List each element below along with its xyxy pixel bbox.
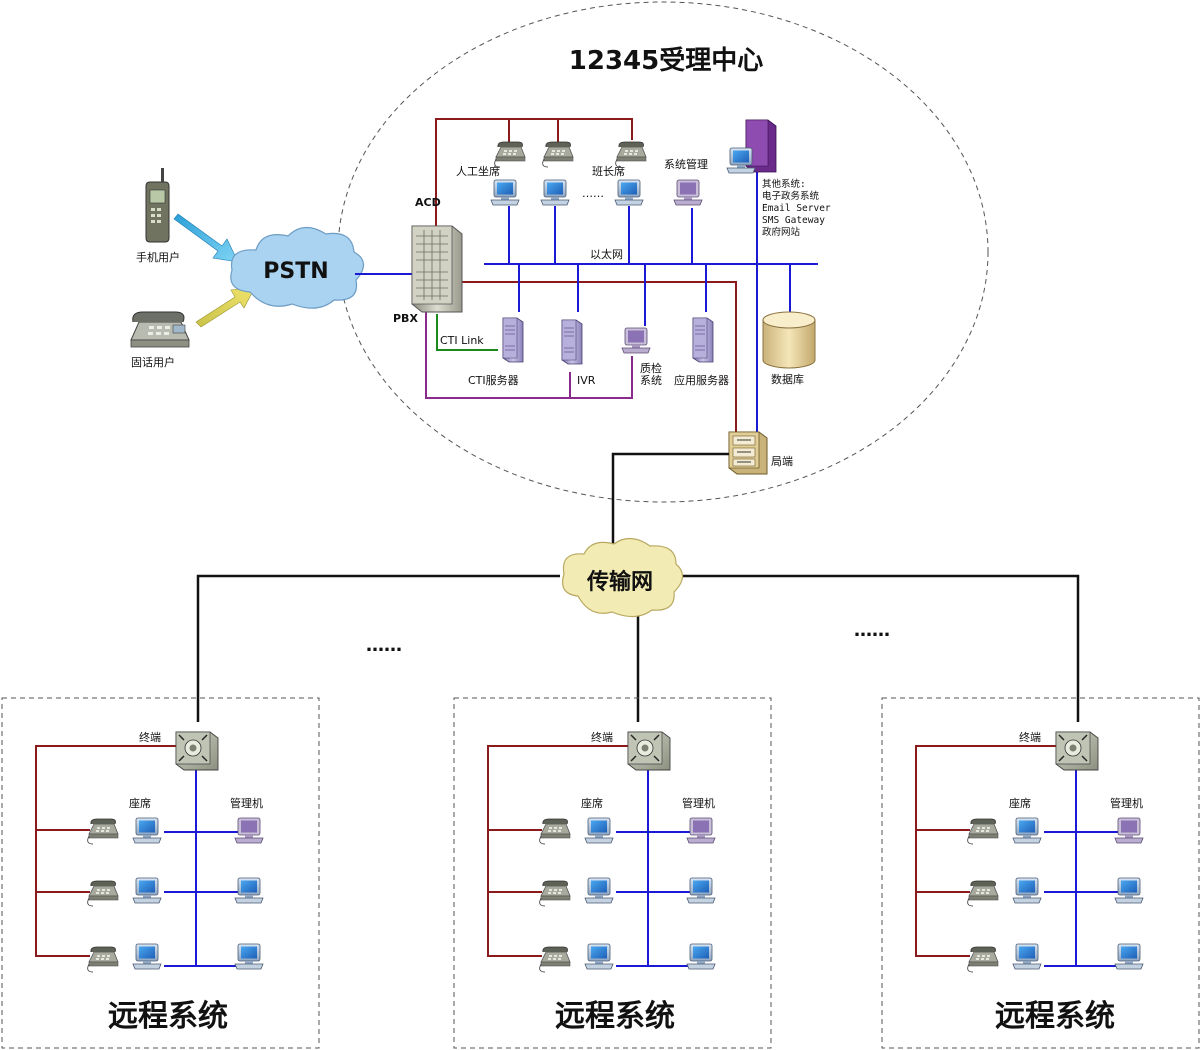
agent-phone-icon: [542, 141, 574, 168]
quality-check-label-1: 质检: [640, 361, 662, 375]
remote-management-pc-icon: [1114, 817, 1144, 844]
remote-seat-phone-icon: [87, 880, 119, 907]
remote-management-label: 管理机: [230, 796, 263, 810]
pbx-label: PBX: [393, 312, 418, 325]
remote-management-pc-icon: [234, 817, 264, 844]
cti-link-label: CTI Link: [440, 334, 484, 347]
remote-pc-icon: [234, 943, 264, 970]
remote-pc-icon: [1114, 877, 1144, 904]
remote-seat-phone-icon: [967, 818, 999, 845]
remote-seat-pc-icon: [1012, 877, 1042, 904]
remote-seat-pc-icon: [1012, 943, 1042, 970]
remote-terminal-icon: [175, 731, 219, 771]
remote-seat-phone-icon: [967, 880, 999, 907]
database-icon: [762, 311, 816, 369]
center-title: 12345受理中心: [569, 45, 763, 76]
other-systems-server-icon: [745, 119, 777, 173]
remote-seat-phone-icon: [87, 818, 119, 845]
remote-seat-pc-icon: [584, 877, 614, 904]
remote-terminal-label: 终端: [1019, 730, 1041, 744]
remote-seat-phone-icon: [539, 946, 571, 973]
transport-ellipsis-right: ……: [854, 620, 890, 641]
remote-system-title: 远程系统: [555, 999, 675, 1034]
remote-seat-label: 座席: [1009, 796, 1031, 810]
quality-check-pc-icon: [621, 327, 651, 354]
transport-ellipsis-left: ……: [366, 635, 402, 656]
database-label: 数据库: [771, 372, 804, 386]
agent-pc-icon: [490, 179, 520, 206]
leader-phone-icon: [615, 141, 647, 168]
system-management-label: 系统管理: [664, 157, 708, 171]
remote-seat-pc-icon: [1012, 817, 1042, 844]
remote-pc-icon: [234, 877, 264, 904]
remote-system-title: 远程系统: [108, 999, 228, 1034]
office-end-device-icon: [728, 431, 768, 475]
remote-seat-phone-icon: [539, 880, 571, 907]
remote-seat-label: 座席: [581, 796, 603, 810]
cti-server-icon: [502, 317, 524, 363]
ivr-label: IVR: [577, 374, 596, 387]
remote-terminal-label: 终端: [591, 730, 613, 744]
mobile-phone-icon: [145, 168, 170, 243]
remote-seat-phone-icon: [539, 818, 571, 845]
office-end-label: 局端: [771, 455, 793, 468]
remote-system-title: 远程系统: [995, 999, 1115, 1034]
quality-check-label-2: 系统: [640, 374, 662, 387]
other-systems-line-5: 政府网站: [762, 226, 801, 238]
acd-label: ACD: [415, 196, 441, 209]
remote-management-label: 管理机: [1110, 796, 1143, 810]
remote-system-2: 终端 座席 管理机 远程系统: [453, 697, 772, 1049]
other-systems-line-1: 其他系统:: [762, 178, 806, 190]
receiving-center-boundary: [337, 1, 989, 503]
transport-network-label: 传输网: [586, 569, 653, 595]
remote-seat-pc-icon: [584, 817, 614, 844]
application-server-icon: [692, 317, 714, 363]
remote-seat-pc-icon: [584, 943, 614, 970]
remote-seat-label: 座席: [129, 796, 151, 810]
leader-pc-icon: [614, 179, 644, 206]
landline-phone-icon: [130, 311, 190, 348]
agents-label: 人工坐席: [456, 164, 500, 178]
system-management-pc-icon: [673, 179, 703, 206]
remote-terminal-label: 终端: [139, 730, 161, 744]
leader-label: 班长席: [592, 164, 625, 178]
landline-user-label: 固话用户: [131, 355, 175, 369]
other-systems-line-2: 电子政务系统: [762, 190, 820, 202]
remote-seat-phone-icon: [967, 946, 999, 973]
other-systems-pc-icon: [726, 147, 756, 174]
landline-to-pstn-arrow: [195, 286, 256, 328]
remote-seat-pc-icon: [132, 817, 162, 844]
remote-pc-icon: [686, 877, 716, 904]
remote-system-1: 终端 座席 管理机 远程系统: [1, 697, 320, 1049]
remote-seat-pc-icon: [132, 943, 162, 970]
remote-system-3: 终端 座席 管理机 远程系统: [881, 697, 1200, 1049]
agent-phone-icon: [494, 141, 526, 168]
remote-pc-icon: [686, 943, 716, 970]
transport-network-cloud: 传输网: [562, 537, 684, 618]
remote-pc-icon: [1114, 943, 1144, 970]
pbx-switch: [411, 225, 463, 313]
pstn-label: PSTN: [263, 259, 328, 284]
remote-terminal-icon: [627, 731, 671, 771]
remote-management-label: 管理机: [682, 796, 715, 810]
ethernet-label: 以太网: [590, 248, 623, 261]
other-systems-line-3: Email Server: [762, 203, 831, 214]
cti-server-label: CTI服务器: [468, 374, 519, 387]
remote-management-pc-icon: [686, 817, 716, 844]
ivr-server-icon: [561, 319, 583, 365]
pstn-cloud: PSTN: [230, 226, 365, 309]
mobile-to-pstn-arrow: [173, 213, 239, 263]
mobile-user-label: 手机用户: [136, 250, 180, 264]
remote-terminal-icon: [1055, 731, 1099, 771]
application-server-label: 应用服务器: [674, 373, 729, 387]
other-systems-line-4: SMS Gateway: [762, 215, 825, 226]
agent-pc-icon: [540, 179, 570, 206]
remote-seat-phone-icon: [87, 946, 119, 973]
ellipsis-top: ……: [582, 187, 604, 200]
remote-seat-pc-icon: [132, 877, 162, 904]
